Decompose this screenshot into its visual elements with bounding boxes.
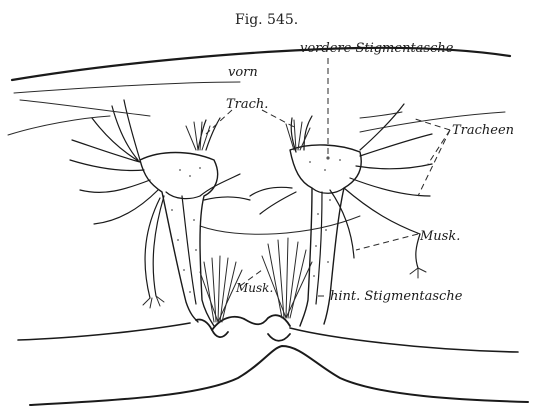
upper-left-arrow-line	[20, 100, 150, 116]
lower-body-outline-left	[18, 323, 190, 340]
figure-caption: Fig. 545.	[235, 12, 298, 28]
stigma-central-knob	[212, 315, 290, 330]
left-edge-line	[8, 116, 110, 135]
label-vordere-stigmentasche: vordere Stigmentasche	[300, 41, 454, 56]
leader-tracheen-b	[428, 130, 450, 164]
middle-fold-line	[200, 216, 360, 234]
leader-trach-left	[206, 110, 232, 134]
label-musk-center: Musk.	[235, 281, 273, 295]
label-tracheen: Tracheen	[452, 123, 514, 138]
base-mound-outline	[30, 346, 528, 405]
label-vorn: vorn	[228, 65, 258, 80]
label-hint-stigmentasche: hint. Stigmentasche	[330, 289, 463, 304]
upper-inner-outline	[14, 82, 240, 93]
stigma-opening-right	[268, 334, 290, 341]
right-tracheae	[250, 104, 432, 278]
left-tracheae	[70, 100, 250, 308]
leader-musk-right	[356, 234, 418, 250]
pocket-stippling	[171, 159, 341, 293]
leader-trach-right	[262, 110, 296, 128]
label-trach: Trach.	[226, 97, 268, 112]
label-musk-right: Musk.	[419, 229, 460, 244]
leader-tracheen-c	[418, 130, 450, 196]
center-muscle-fans	[200, 238, 312, 322]
lower-body-outline-right	[290, 328, 518, 352]
